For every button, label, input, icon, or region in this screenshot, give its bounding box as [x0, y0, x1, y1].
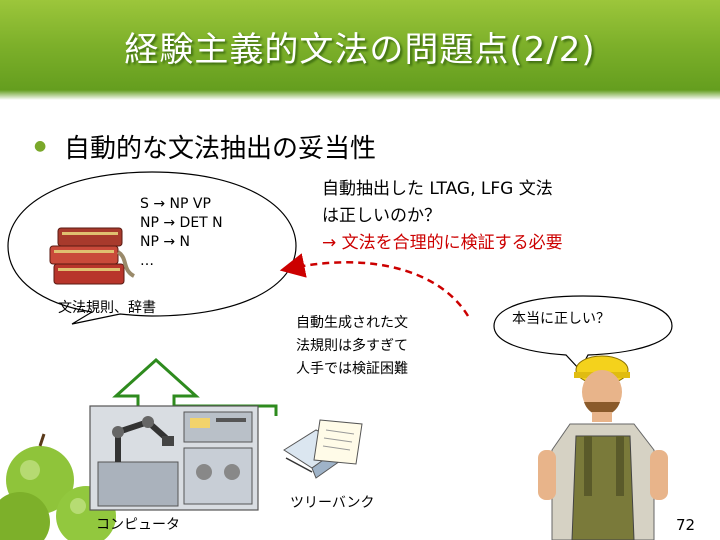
books-icon: [48, 212, 138, 290]
rules-caption: 文法規則、辞書: [58, 300, 156, 316]
slide-title: 経験主義的文法の問題点(2/2): [124, 30, 596, 70]
rule-line: …: [140, 253, 154, 269]
rule-line: S → NP VP: [140, 196, 211, 212]
question-line: 自動抽出した LTAG, LFG 文法: [322, 179, 553, 199]
note-text: 自動生成された文 法規則は多すぎて 人手では検証困難: [296, 312, 408, 381]
main-question: 自動抽出した LTAG, LFG 文法 は正しいのか？ → 文法を合理的に検証す…: [322, 176, 563, 257]
grammar-rules: S → NP VP NP → DET N NP → N …: [140, 195, 223, 271]
computer-robot-icon: [89, 405, 259, 511]
bullet-icon: ●: [34, 138, 47, 154]
note-line: 法規則は多すぎて: [296, 338, 408, 354]
question-line: は正しいのか？: [322, 206, 441, 226]
rule-line: NP → DET N: [140, 215, 223, 231]
question-conclusion: → 文法を合理的に検証する必要: [322, 233, 563, 253]
worker-icon: [538, 355, 668, 540]
worker-speech: 本当に正しい？: [512, 311, 610, 327]
title-bar: [0, 0, 720, 100]
slide-heading: 自動的な文法抽出の妥当性: [64, 134, 377, 164]
page-number: 72: [676, 516, 696, 534]
rule-line: NP → N: [140, 234, 191, 250]
note-line: 自動生成された文: [296, 315, 408, 331]
note-line: 人手では検証困難: [296, 361, 408, 377]
thought-bubble-left: [7, 171, 297, 325]
treebank-icon: [283, 419, 363, 479]
treebank-label: ツリーバンク: [290, 495, 375, 511]
computer-label: コンピュータ: [96, 517, 180, 533]
